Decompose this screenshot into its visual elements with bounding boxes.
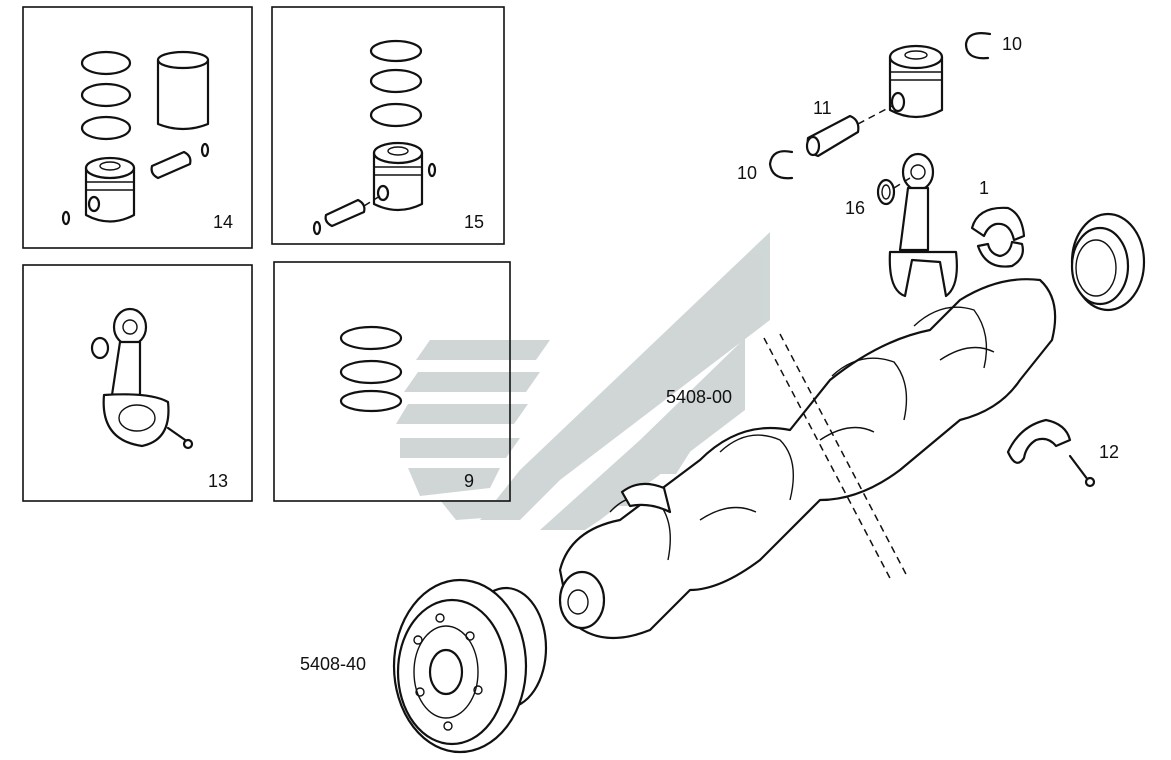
label-piston-pin: 11 bbox=[813, 98, 832, 118]
label-kit-15: 15 bbox=[464, 212, 485, 232]
label-circlip-lower: 10 bbox=[737, 163, 758, 183]
timing-gear bbox=[1070, 212, 1146, 312]
kit-box-9 bbox=[273, 261, 511, 502]
label-small-end-bush: 16 bbox=[845, 198, 866, 218]
crankshaft bbox=[558, 278, 1057, 640]
label-kit-14: 14 bbox=[213, 212, 234, 232]
label-pulley-group: 5408-40 bbox=[300, 654, 367, 674]
label-main-bearing-cap: 12 bbox=[1099, 442, 1120, 462]
connecting-rod bbox=[888, 152, 958, 298]
label-kit-13: 13 bbox=[208, 471, 229, 491]
kit-9-parts bbox=[339, 325, 403, 413]
kit-box-15 bbox=[271, 6, 505, 245]
piston-assembly bbox=[768, 32, 992, 206]
kit-14-parts bbox=[61, 50, 210, 226]
kit-15-parts bbox=[312, 39, 437, 236]
label-circlip-upper: 10 bbox=[1002, 34, 1023, 54]
main-bearing-cap bbox=[1006, 418, 1096, 488]
pulley-damper bbox=[392, 578, 548, 754]
kit-box-14 bbox=[22, 6, 253, 249]
kit-box-13 bbox=[22, 264, 253, 502]
label-kit-9: 9 bbox=[464, 471, 475, 491]
label-crankshaft-group: 5408-00 bbox=[666, 387, 733, 407]
kit-13-parts bbox=[90, 307, 194, 450]
bearing-shells bbox=[970, 206, 1026, 268]
label-bearing-shell: 1 bbox=[979, 178, 990, 198]
